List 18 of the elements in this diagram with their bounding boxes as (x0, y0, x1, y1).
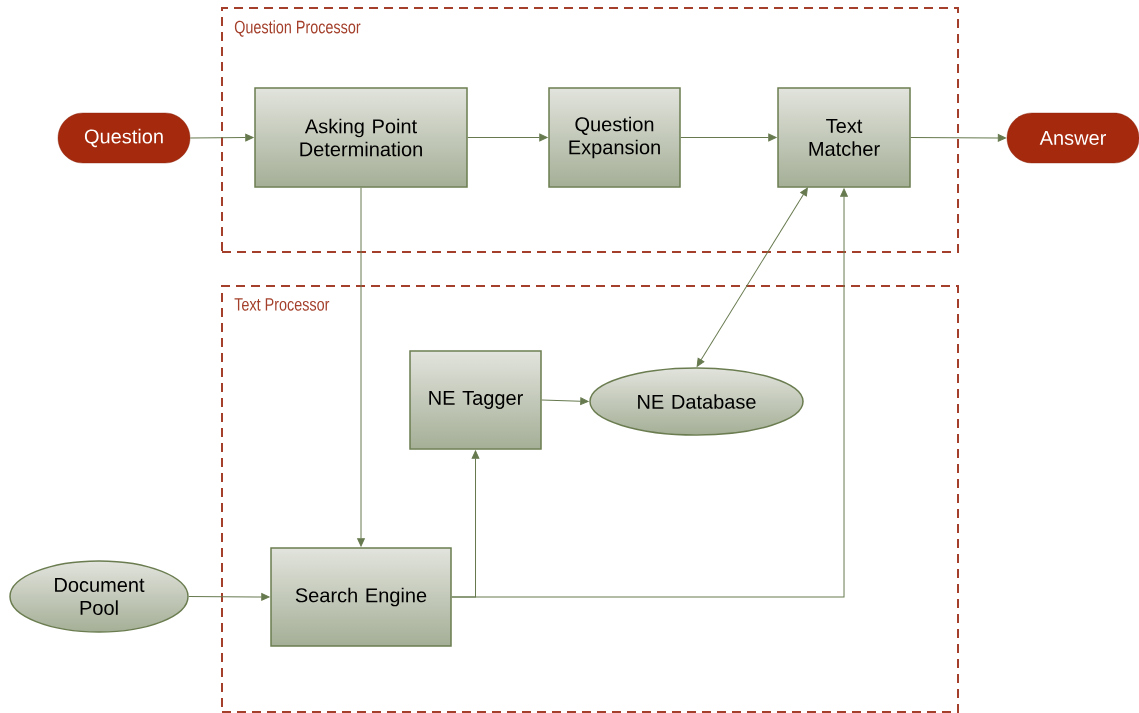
terminal-pill: Answer (1006, 112, 1139, 164)
ellipse-node: NE Database (589, 367, 804, 436)
arrow (696, 187, 808, 367)
arrow (467, 133, 548, 142)
process-box: Asking Point Determination (254, 87, 468, 188)
process-box: Text Matcher (777, 87, 911, 188)
arrow (680, 133, 777, 142)
process-box: Question Expansion (548, 87, 681, 188)
process-box: Search Engine (270, 547, 452, 647)
arrow (910, 134, 1007, 142)
process-box: NE Tagger (409, 350, 542, 450)
ellipse-node: Document Pool (9, 560, 189, 633)
arrow (188, 593, 270, 601)
arrow (541, 397, 589, 406)
arrow (357, 187, 365, 547)
terminal-pill: Question (57, 112, 191, 164)
arrow (189, 133, 254, 142)
arrow (451, 188, 848, 598)
